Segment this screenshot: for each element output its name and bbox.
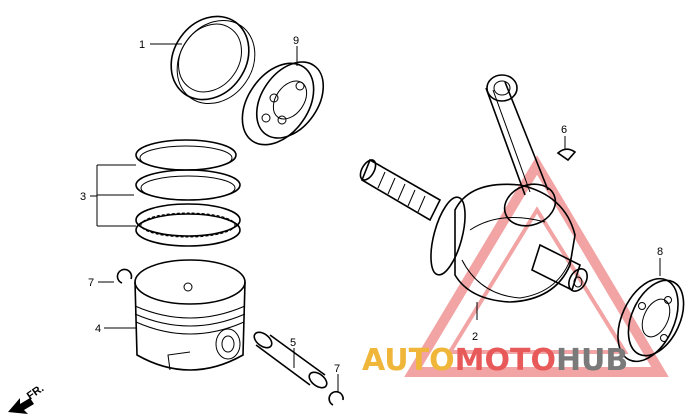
woodruff-key-part-6 [556, 148, 577, 162]
callout-9: 9 [293, 35, 299, 47]
watermark-part-auto: AUTO [362, 343, 455, 378]
front-arrow-icon [8, 398, 34, 414]
crankshaft-part-2 [359, 74, 588, 303]
callout-8: 8 [657, 246, 663, 258]
clip-part-7-lower [328, 390, 344, 406]
bearing-part-8 [617, 277, 685, 363]
callout-4: 4 [95, 323, 101, 335]
watermark-part-hub: HUB [556, 343, 628, 378]
callout-7-upper: 7 [88, 277, 94, 289]
oil-seal-part-1 [170, 15, 256, 105]
callout-6: 6 [561, 124, 567, 136]
front-direction-marker: FR. [8, 382, 46, 414]
piston-pin-part-5 [253, 331, 328, 389]
callout-2: 2 [472, 331, 478, 343]
callout-1: 1 [139, 39, 145, 51]
bearing-part-9 [241, 61, 325, 146]
watermark-text: AUTOMOTOHUB [362, 343, 628, 378]
clip-part-7-upper [116, 268, 133, 284]
watermark-part-moto: MOTO [455, 343, 556, 378]
piston-rings-part-3 [135, 139, 241, 247]
callout-5: 5 [290, 337, 296, 349]
callout-7-lower: 7 [334, 363, 340, 375]
callout-3: 3 [80, 191, 86, 203]
callout-labels: 1 2 3 4 5 6 7 7 8 9 [80, 35, 663, 375]
watermark-triangle [404, 155, 669, 377]
piston-part-4 [134, 259, 246, 371]
leader-lines [90, 43, 661, 392]
watermark-auto: AUTOMOTOHUB [362, 343, 628, 378]
